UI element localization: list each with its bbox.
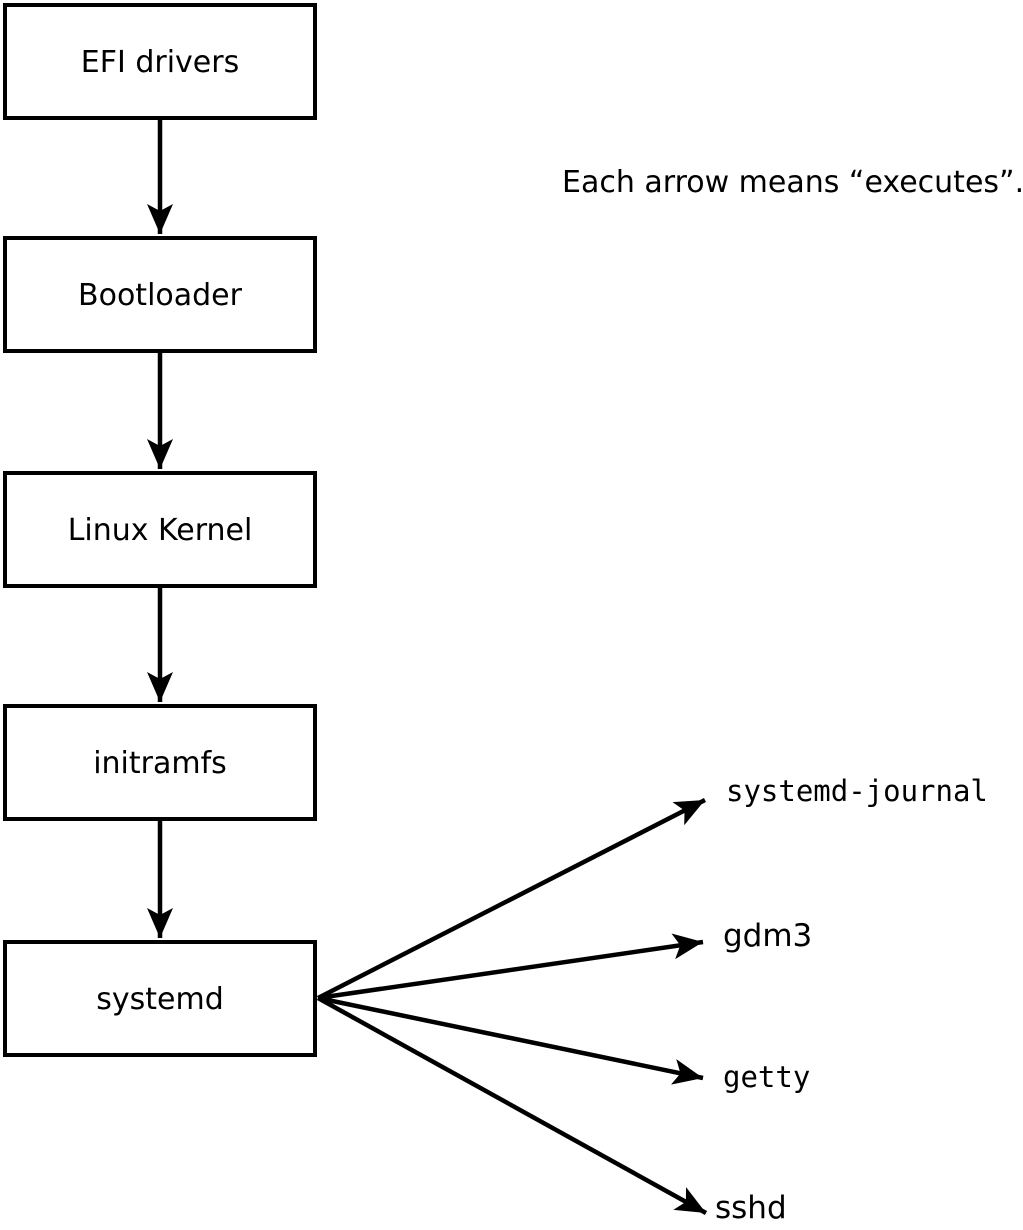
- arrow-systemd-to-gdm3: [317, 933, 704, 1001]
- efi-drivers-label: EFI drivers: [81, 45, 239, 80]
- node-efi-drivers: EFI drivers: [3, 3, 317, 120]
- systemd-label: systemd: [96, 982, 224, 1017]
- note-text: Each arrow means “executes”.: [562, 165, 1023, 200]
- initramfs-box: [3, 704, 317, 821]
- node-initramfs: initramfs: [3, 704, 317, 821]
- arrow-systemd-to-sshd: [316, 996, 708, 1215]
- arrow-systemd-to-getty: [317, 995, 704, 1085]
- node-bootloader: Bootloader: [3, 236, 317, 353]
- efi-drivers-box: [3, 3, 317, 120]
- initramfs-label: initramfs: [93, 746, 227, 781]
- label-gdm3: gdm3: [723, 918, 812, 954]
- label-sshd: sshd: [715, 1190, 787, 1226]
- linux-kernel-label: Linux Kernel: [68, 513, 253, 548]
- bootloader-box: [3, 236, 317, 353]
- bootloader-label: Bootloader: [78, 278, 243, 313]
- node-systemd: systemd: [3, 940, 317, 1057]
- label-systemd-journal: systemd-journal: [726, 774, 988, 808]
- systemd-box: [3, 940, 317, 1057]
- arrow-systemd-to-systemd-journal: [316, 797, 707, 1001]
- label-getty: getty: [723, 1060, 810, 1094]
- node-linux-kernel: Linux Kernel: [3, 471, 317, 588]
